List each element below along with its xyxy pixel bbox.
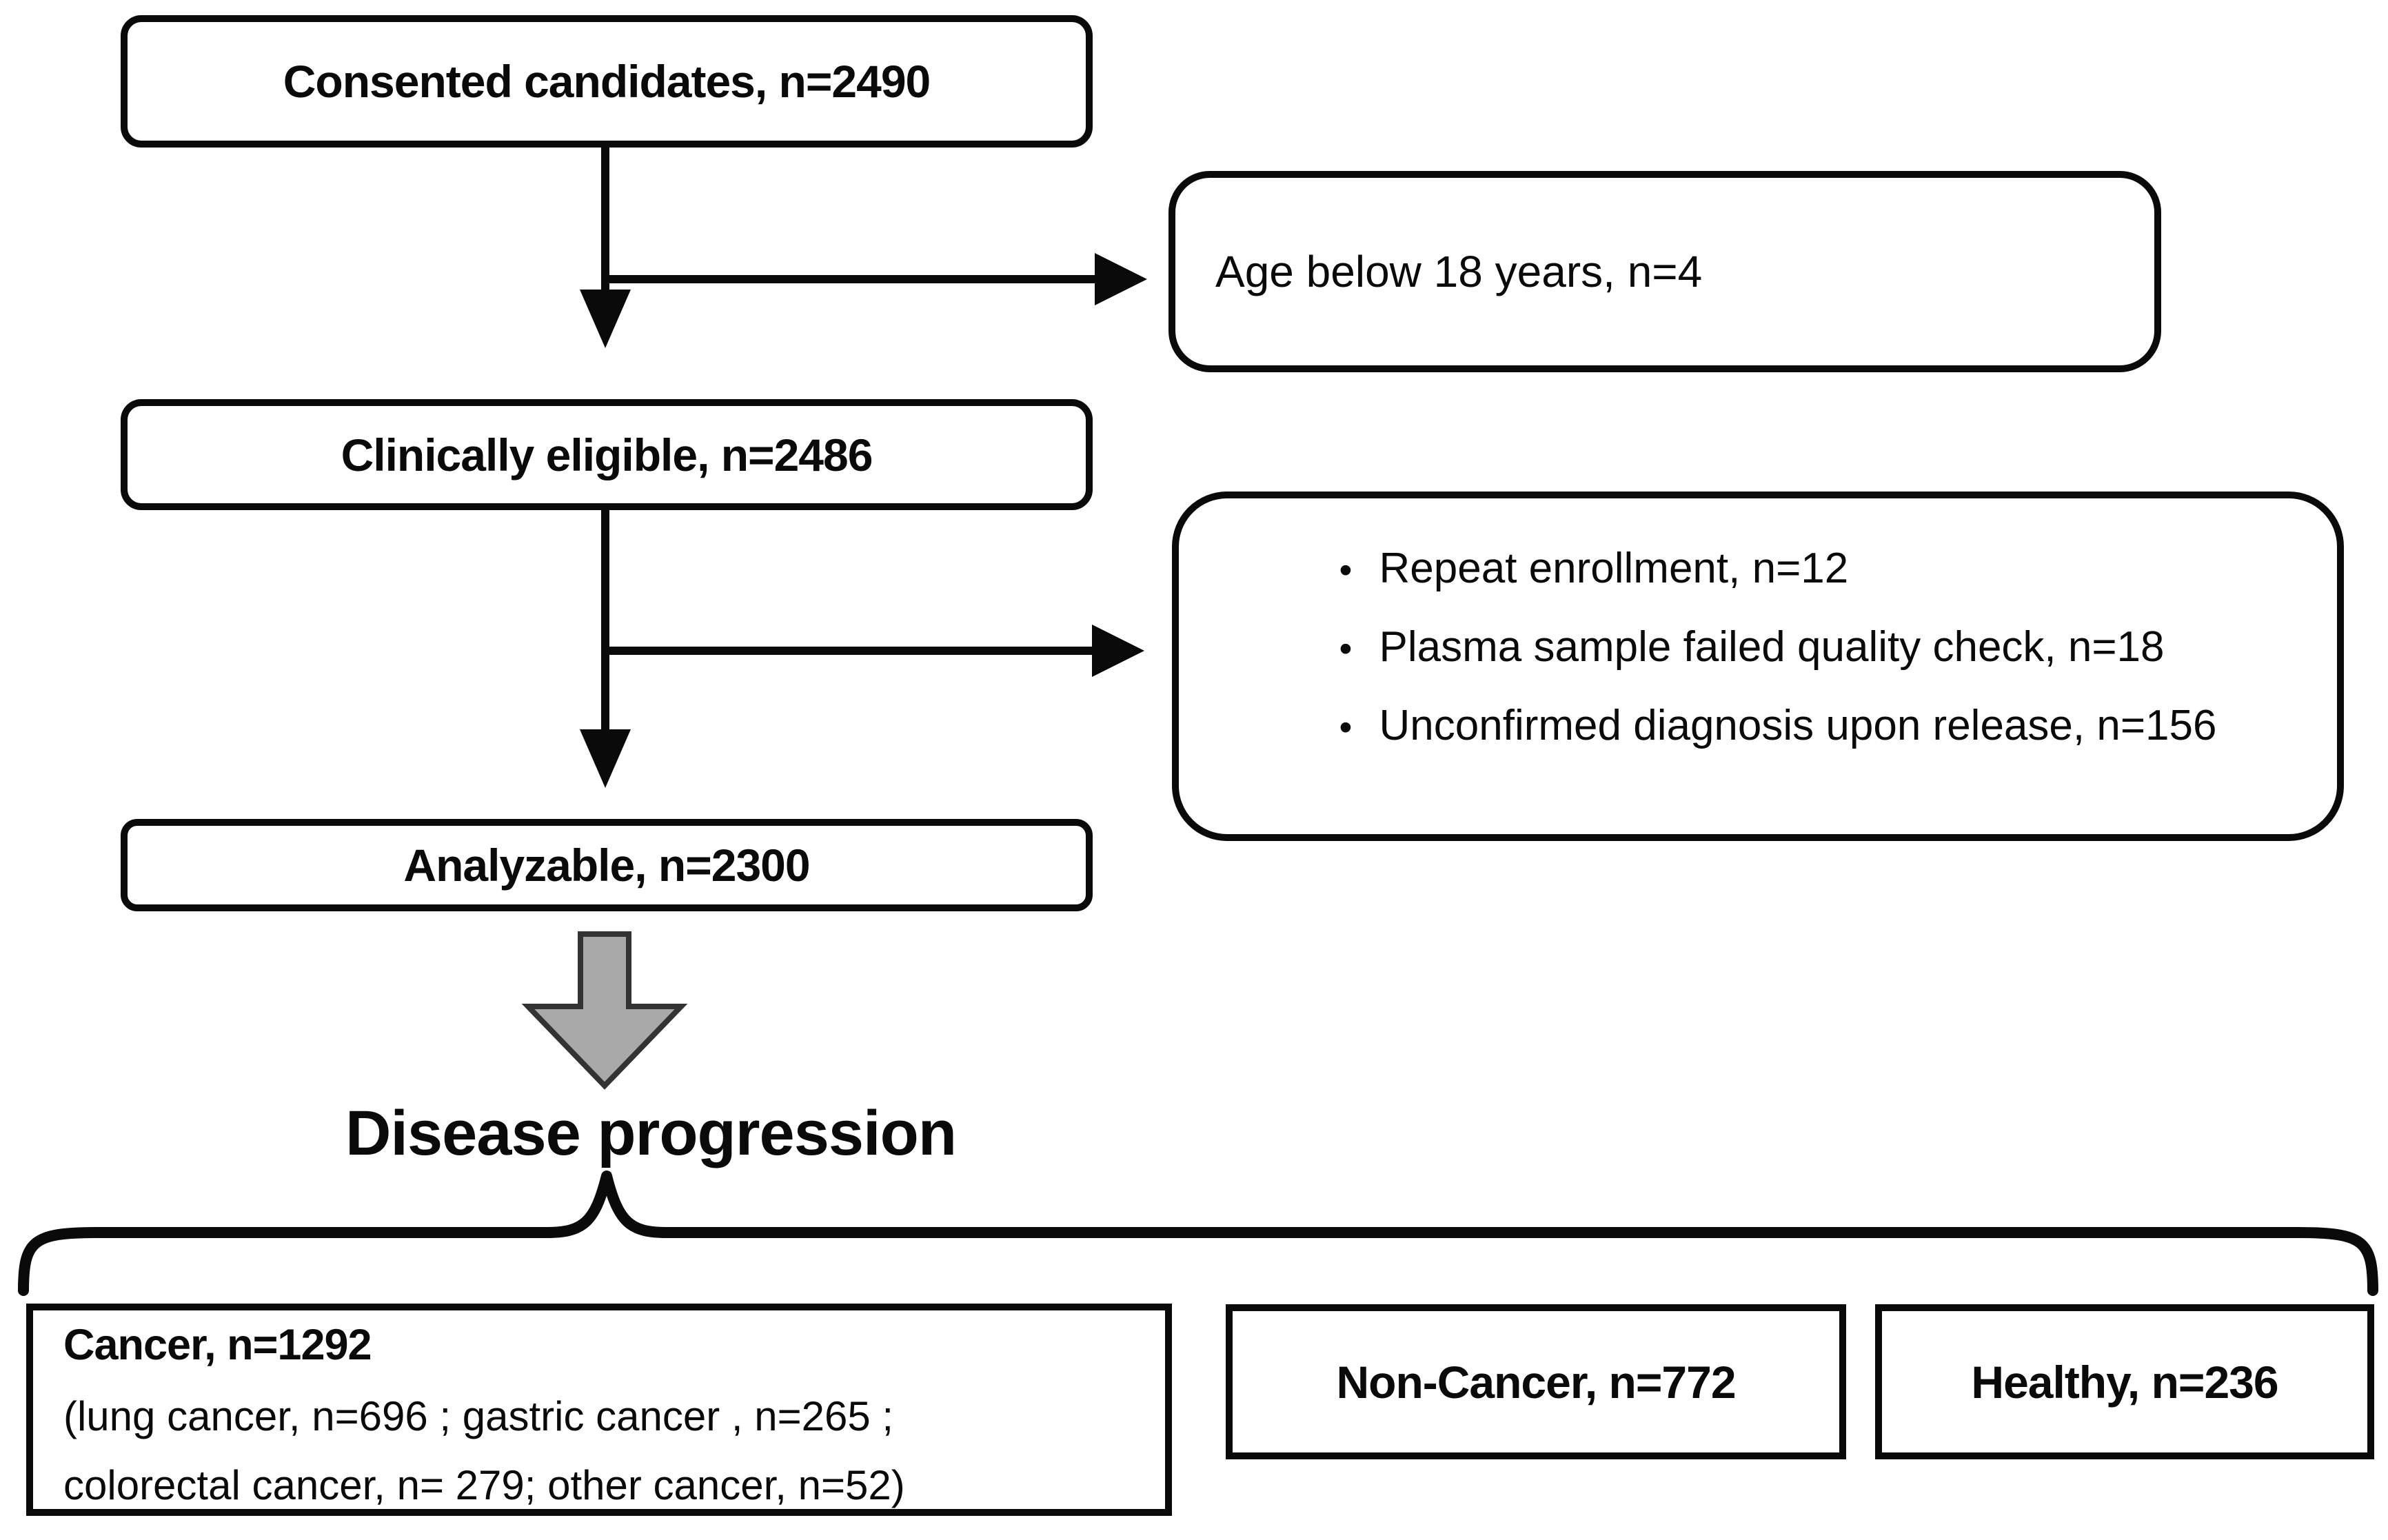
box-non-cancer: Non-Cancer, n=772 bbox=[1226, 1304, 1846, 1459]
box-consented-label: Consented candidates, n=2490 bbox=[283, 56, 931, 107]
exclusion-item: • Repeat enrollment, n=12 bbox=[1339, 530, 2217, 609]
cancer-detail-line-2: colorectal cancer, n= 279; other cancer,… bbox=[63, 1462, 905, 1508]
box-clinically-eligible-label: Clinically eligible, n=2486 bbox=[341, 429, 873, 480]
box-analyzable: Analyzable, n=2300 bbox=[121, 819, 1093, 911]
block-arrow-down-icon bbox=[521, 931, 688, 1090]
exclusion-item: • Plasma sample failed quality check, n=… bbox=[1339, 609, 2217, 687]
connector-eligible-to-analyzable bbox=[601, 509, 609, 731]
box-consented-candidates: Consented candidates, n=2490 bbox=[121, 15, 1093, 148]
cancer-detail-line-1: (lung cancer, n=696 ; gastric cancer , n… bbox=[63, 1393, 894, 1439]
exclusion-item: • Unconfirmed diagnosis upon release, n=… bbox=[1339, 687, 2217, 766]
connector-branch-exclusions bbox=[601, 647, 1092, 655]
curly-brace-icon bbox=[18, 1171, 2378, 1296]
connector-branch-age-excluded bbox=[601, 275, 1095, 283]
bullet-icon: • bbox=[1339, 628, 1353, 669]
box-age-excluded-label: Age below 18 years, n=4 bbox=[1215, 247, 1703, 296]
exclusion-item-text: Plasma sample failed quality check, n=18 bbox=[1379, 623, 2165, 671]
exclusion-item-text: Unconfirmed diagnosis upon release, n=15… bbox=[1379, 702, 2217, 749]
bullet-icon: • bbox=[1339, 707, 1353, 748]
connector-consented-to-eligible bbox=[601, 146, 609, 290]
box-healthy: Healthy, n=236 bbox=[1875, 1304, 2374, 1459]
cancer-text-block: Cancer, n=1292 (lung cancer, n=696 ; gas… bbox=[33, 1310, 912, 1520]
stage-label-disease-progression: Disease progression bbox=[345, 1098, 957, 1168]
box-clinically-eligible: Clinically eligible, n=2486 bbox=[121, 399, 1093, 510]
arrowhead-down-2-icon bbox=[580, 729, 631, 788]
box-age-excluded: Age below 18 years, n=4 bbox=[1168, 171, 2161, 372]
box-exclusion-reasons: • Repeat enrollment, n=12 • Plasma sampl… bbox=[1172, 492, 2344, 841]
arrowhead-right-1-icon bbox=[1095, 253, 1147, 305]
box-cancer: Cancer, n=1292 (lung cancer, n=696 ; gas… bbox=[26, 1304, 1172, 1516]
arrowhead-down-1-icon bbox=[580, 290, 631, 348]
box-analyzable-label: Analyzable, n=2300 bbox=[403, 840, 810, 891]
exclusion-list: • Repeat enrollment, n=12 • Plasma sampl… bbox=[1286, 498, 2231, 766]
box-healthy-label: Healthy, n=236 bbox=[1971, 1356, 2278, 1408]
bullet-icon: • bbox=[1339, 549, 1353, 591]
exclusion-item-text: Repeat enrollment, n=12 bbox=[1379, 545, 1849, 592]
arrowhead-right-2-icon bbox=[1092, 625, 1144, 677]
box-non-cancer-label: Non-Cancer, n=772 bbox=[1336, 1356, 1736, 1408]
box-cancer-title: Cancer, n=1292 bbox=[63, 1321, 372, 1369]
